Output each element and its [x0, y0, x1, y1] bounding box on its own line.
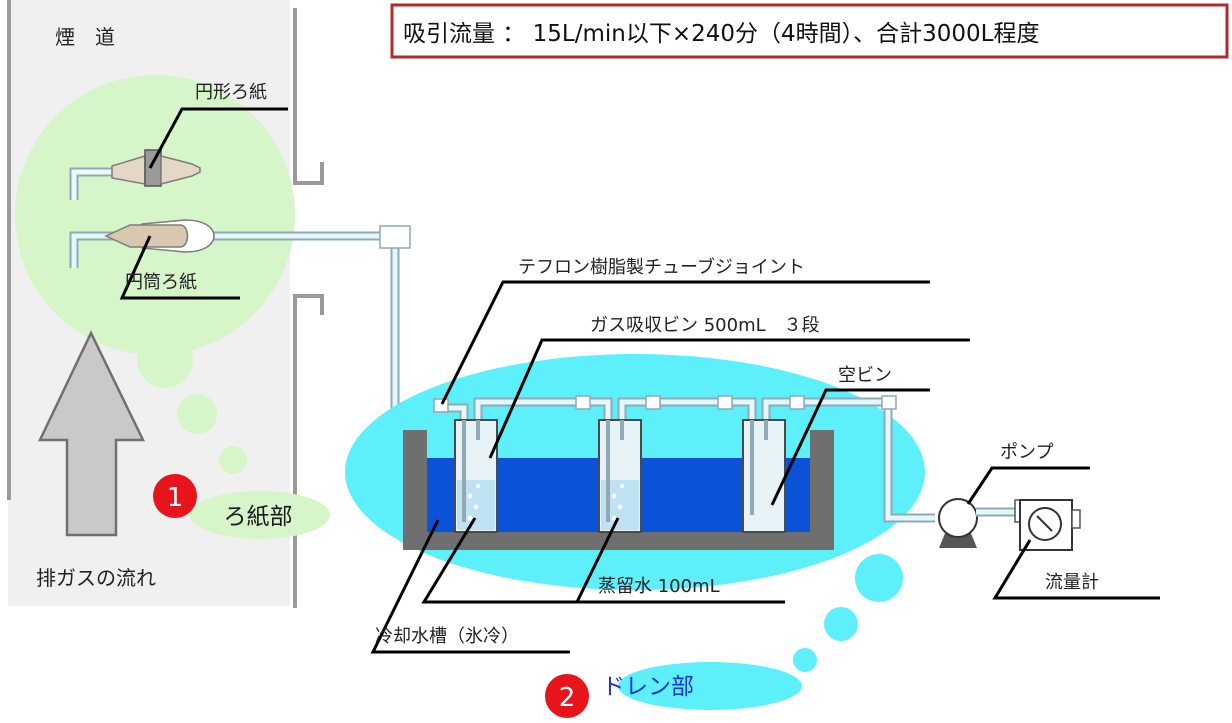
- label-gas-bottle: ガス吸収ビン 500mL ３段: [590, 315, 820, 336]
- joint-4: [717, 395, 733, 410]
- empty-bottle: [742, 419, 786, 533]
- cooling-bath-vessel: [403, 430, 834, 550]
- joint-5: [789, 395, 805, 410]
- section-2-label: ドレン部: [602, 674, 694, 700]
- leader-empty-bottle: [770, 388, 930, 506]
- leader-distilled-water-2: [575, 517, 620, 603]
- leader-teflon-joint: [440, 280, 930, 405]
- round-filter-holder: [69, 149, 201, 200]
- thimble-filter-holder: [104, 219, 215, 253]
- flow-direction-label: 排ガスの流れ: [36, 566, 156, 590]
- label-round-filter: 円形ろ紙: [195, 82, 267, 103]
- header-note-text: 吸引流量 ： 15L/min以下×240分（4時間）、合計3000L程度: [403, 21, 1039, 47]
- joint-3: [645, 395, 661, 410]
- label-empty-bottle: 空ビン: [838, 365, 892, 386]
- green-bubble-medium: [177, 394, 217, 434]
- flue-title: 煙 道: [55, 25, 115, 49]
- joint-6: [881, 395, 897, 410]
- gas-absorption-bottle-1: [454, 419, 498, 533]
- green-bubble-small: [219, 446, 247, 474]
- leader-flowmeter: [992, 539, 1160, 600]
- filter-zoom-circle: [15, 75, 295, 355]
- leader-pump: [966, 466, 1090, 505]
- flue-right-wall-upper: [293, 8, 324, 185]
- label-distilled-water: 蒸留水 100mL: [598, 576, 720, 597]
- leader-gas-bottle: [488, 338, 970, 459]
- label-thimble-filter: 円筒ろ紙: [125, 272, 197, 293]
- leader-cooling-bath: [370, 519, 570, 654]
- section-1-number: 1: [167, 483, 184, 513]
- section-2-badge: [545, 674, 589, 718]
- leader-distilled-water-1: [421, 517, 785, 604]
- label-pump: ポンプ: [1000, 442, 1053, 463]
- tube-corner-joint: [379, 225, 411, 249]
- drain-section-ellipse: [618, 662, 802, 710]
- filter-section-ellipse: [190, 491, 330, 539]
- gas-flow-arrow: [38, 330, 145, 537]
- cyan-bubble-medium: [824, 607, 858, 641]
- gas-absorption-bottle-2: [598, 419, 642, 533]
- cyan-bubble-small: [793, 648, 817, 672]
- leader-thimble-filter: [119, 235, 240, 300]
- pump: [938, 498, 978, 548]
- section-1-label: ろ紙部: [224, 504, 293, 530]
- flowmeter: [1014, 499, 1081, 551]
- label-teflon-joint: テフロン樹脂製チューブジョイント: [518, 256, 805, 278]
- label-cooling-bath: 冷却水槽（氷冷）: [375, 626, 519, 647]
- flue-right-wall-lower: [293, 294, 324, 608]
- label-flowmeter: 流量計: [1045, 572, 1099, 593]
- section-2-number: 2: [559, 683, 576, 713]
- section-1-badge: [153, 474, 197, 518]
- header-note-frame: [390, 3, 1229, 59]
- joint-1: [433, 398, 449, 413]
- joint-2: [575, 395, 591, 410]
- green-bubble-large: [137, 332, 193, 388]
- cyan-bubble-large: [855, 554, 903, 602]
- leader-round-filter: [148, 107, 288, 169]
